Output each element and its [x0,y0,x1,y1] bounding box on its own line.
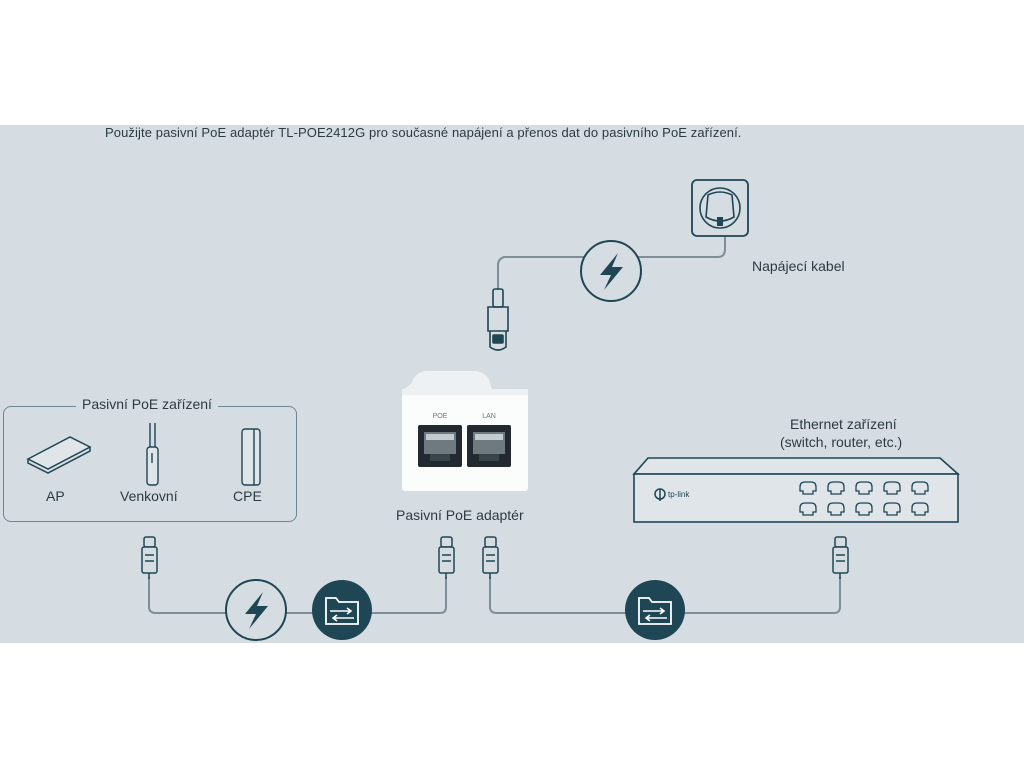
switch-port [883,502,901,516]
data-transfer-folder-icon [312,580,372,640]
device-label-outdoor: Venkovní [120,488,178,504]
poe-adapter-device: POE LAN [402,371,528,491]
rj45-connector-icon [141,536,158,579]
connection-diagram: POE LAN tp-link [141,179,961,641]
outdoor-antenna-icon [146,423,159,486]
switch-port [799,481,817,495]
ceiling-ap-icon [26,436,92,474]
rj45-connector-icon [832,536,849,579]
poe-port [418,425,462,467]
adapter-label: Pasivní PoE adaptér [396,507,524,523]
rj45-connector-icon [482,536,499,579]
brand-label: tp-link [668,490,690,499]
device-label-ap: AP [46,488,65,504]
ethernet-subtitle: (switch, router, etc.) [780,434,903,450]
switch-port [827,502,845,516]
ethernet-switch-device: tp-link [632,457,961,523]
power-cable-label: Napájecí kabel [752,258,845,274]
rj45-connector-icon [438,536,455,579]
passive-poe-devices-group: Pasivní PoE zařízení AP Venkovní CPE [3,396,297,522]
poe-cable-line [148,577,447,614]
switch-port [799,502,817,516]
switch-port [883,481,901,495]
diagram-panel: Použijte pasivní PoE adaptér TL-POE2412G… [0,125,1024,643]
wall-socket-icon [691,179,749,237]
caption: Použijte pasivní PoE adaptér TL-POE2412G… [105,125,742,140]
passive-group-title: Pasivní PoE zařízení [76,396,218,412]
power-lightning-icon [225,579,287,641]
passive-devices-icons [26,423,261,486]
power-lightning-icon [580,240,642,302]
port-label-lan: LAN [482,413,496,420]
tp-link-logo-icon [654,488,666,501]
power-plug-icon [487,288,509,351]
ethernet-title: Ethernet zařízení [790,416,897,432]
switch-port [911,481,929,495]
port-label-poe: POE [433,413,448,420]
cpe-device-icon [241,428,261,486]
lan-port [467,425,511,467]
switch-port [855,502,873,516]
data-transfer-folder-icon [625,580,685,640]
device-label-cpe: CPE [233,488,262,504]
switch-port [827,481,845,495]
switch-port [911,502,929,516]
switch-port [855,481,873,495]
